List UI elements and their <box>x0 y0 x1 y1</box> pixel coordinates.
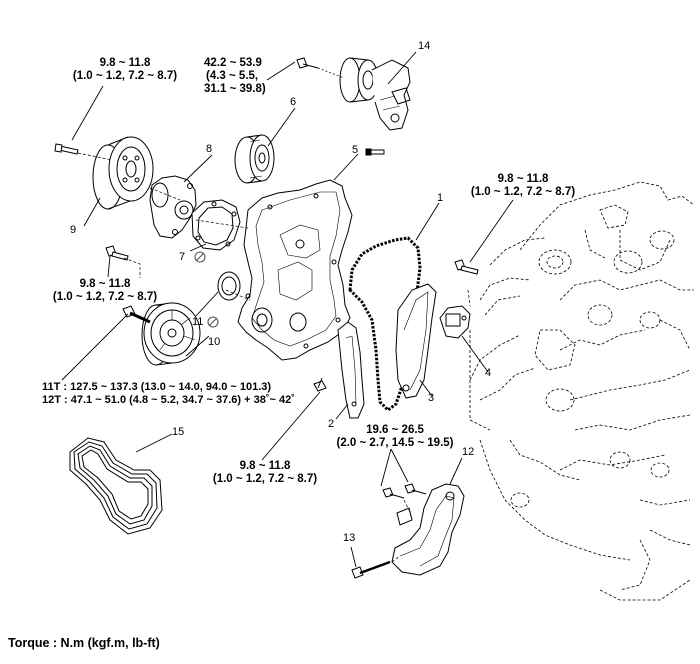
part-number-6: 6 <box>290 96 297 108</box>
tensioner-arm <box>395 283 437 399</box>
torque-callout-cover-bolt: 9.8 ~ 11.8 (1.0 ~ 1.2, 7.2 ~ 8.7) <box>40 278 170 304</box>
drive-belt <box>69 437 163 535</box>
timing-chain <box>348 236 422 412</box>
torque-conversion: (4.3 ~ 5.5, <box>206 70 259 82</box>
prohibited-circle-icon <box>194 251 206 263</box>
torque-value: 9.8 ~ 11.8 <box>99 57 151 69</box>
torque-value: 19.6 ~ 26.5 <box>366 424 424 436</box>
part-number-4: 4 <box>485 367 492 379</box>
part-number-5: 5 <box>352 144 359 156</box>
torque-value: 9.8 ~ 11.8 <box>239 460 291 472</box>
bolt-guide <box>313 377 327 392</box>
engine-support-bracket <box>391 483 465 576</box>
water-pump <box>149 175 199 239</box>
part-number-3: 3 <box>428 392 435 404</box>
timing-chain-cover <box>237 179 353 361</box>
torque-conversion: (1.0 ~ 1.2, 7.2 ~ 8.7) <box>52 291 158 303</box>
part-number-1: 1 <box>437 192 444 204</box>
torque-value-12t: 12T : 47.1 ~ 51.0 (4.8 ~ 5.2, 34.7 ~ 37.… <box>42 394 295 406</box>
crankshaft-damper-pulley <box>141 302 201 366</box>
torque-callout-tensioner: 42.2 ~ 53.9 (4.3 ~ 5.5, 31.1 ~ 39.8) <box>204 57 266 96</box>
engine-block <box>469 181 695 601</box>
torque-conversion-2: 31.1 ~ 39.8) <box>204 83 266 95</box>
bolt-tensioner <box>296 57 345 79</box>
bolt-pulley <box>54 143 79 155</box>
bolt-bracket-1 <box>382 487 405 499</box>
part-number-7: 7 <box>179 251 186 263</box>
alignment-lines <box>77 152 471 563</box>
timing-chain-guide <box>337 321 365 419</box>
leader-lines <box>61 51 514 568</box>
prohibited-circle-icon-2 <box>207 316 219 328</box>
torque-value: 9.8 ~ 11.8 <box>497 173 549 185</box>
part-number-9: 9 <box>70 224 77 236</box>
part-number-2: 2 <box>328 418 335 430</box>
torque-callout-pulley: 9.8 ~ 11.8 (1.0 ~ 1.2, 7.2 ~ 8.7) <box>60 57 190 83</box>
torque-conversion: (2.0 ~ 2.7, 14.5 ~ 19.5) <box>336 437 454 449</box>
bolt-crankshaft <box>122 305 151 324</box>
torque-conversion: (1.0 ~ 1.2, 7.2 ~ 8.7) <box>470 186 576 198</box>
bolt-long <box>351 560 391 579</box>
torque-value: 9.8 ~ 11.8 <box>79 278 131 290</box>
torque-conversion: (1.0 ~ 1.2, 7.2 ~ 8.7) <box>72 70 178 82</box>
torque-callout-chain-tensioner: 9.8 ~ 11.8 (1.0 ~ 1.2, 7.2 ~ 8.7) <box>458 173 588 199</box>
part-number-13: 13 <box>343 532 356 544</box>
torque-callout-bracket: 19.6 ~ 26.5 (2.0 ~ 2.7, 14.5 ~ 19.5) <box>330 424 460 450</box>
part-number-11: 11 <box>192 316 204 328</box>
part-number-8: 8 <box>206 143 213 155</box>
torque-conversion: (1.0 ~ 1.2, 7.2 ~ 8.7) <box>212 473 318 485</box>
torque-callout-crankshaft: 11T : 127.5 ~ 137.3 (13.0 ~ 14.0, 94.0 ~… <box>42 381 295 407</box>
torque-value: 42.2 ~ 53.9 <box>204 57 262 69</box>
bolt-bracket-2 <box>404 483 427 495</box>
water-pump-gasket <box>191 199 241 251</box>
torque-callout-guide: 9.8 ~ 11.8 (1.0 ~ 1.2, 7.2 ~ 8.7) <box>200 460 330 486</box>
chain-tensioner <box>439 305 471 339</box>
torque-value-11t: 11T : 127.5 ~ 137.3 (13.0 ~ 14.0, 94.0 ~… <box>42 381 272 393</box>
idler-pulley <box>234 134 275 184</box>
part-number-10: 10 <box>208 336 221 348</box>
part-number-14: 14 <box>418 40 431 52</box>
water-pump-pulley <box>92 136 154 210</box>
bolt-tensioner-upper <box>454 259 479 275</box>
torque-unit-legend: Torque : N.m (kgf.m, lb-ft) <box>8 636 160 650</box>
auto-tensioner <box>339 57 411 131</box>
front-oil-seal <box>217 271 241 301</box>
bolt-cover <box>365 148 385 156</box>
part-number-15: 15 <box>172 426 185 438</box>
part-number-12: 12 <box>462 446 475 458</box>
